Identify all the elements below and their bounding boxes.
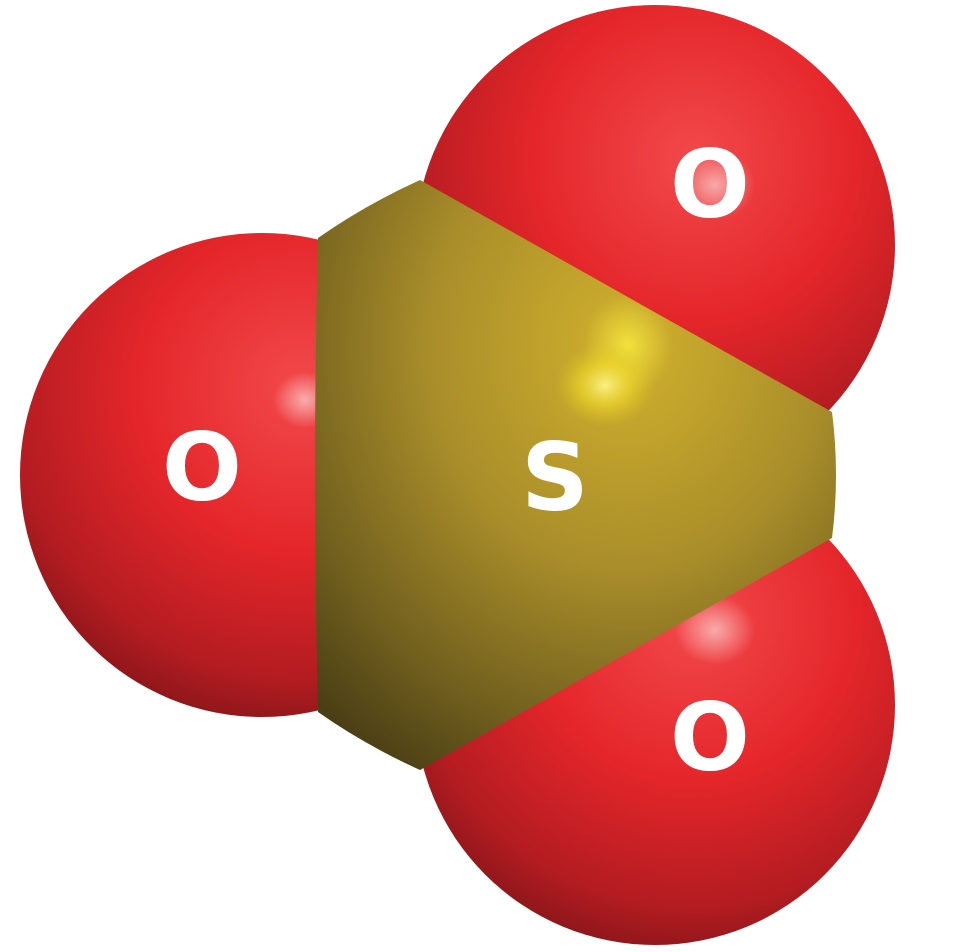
sulfur-atom-center [315, 180, 836, 770]
oxygen-label-bottom: O [670, 684, 750, 793]
sulfur-label: S [521, 424, 589, 533]
oxygen-label-top: O [670, 131, 750, 240]
oxygen-label-left: O [162, 414, 242, 523]
